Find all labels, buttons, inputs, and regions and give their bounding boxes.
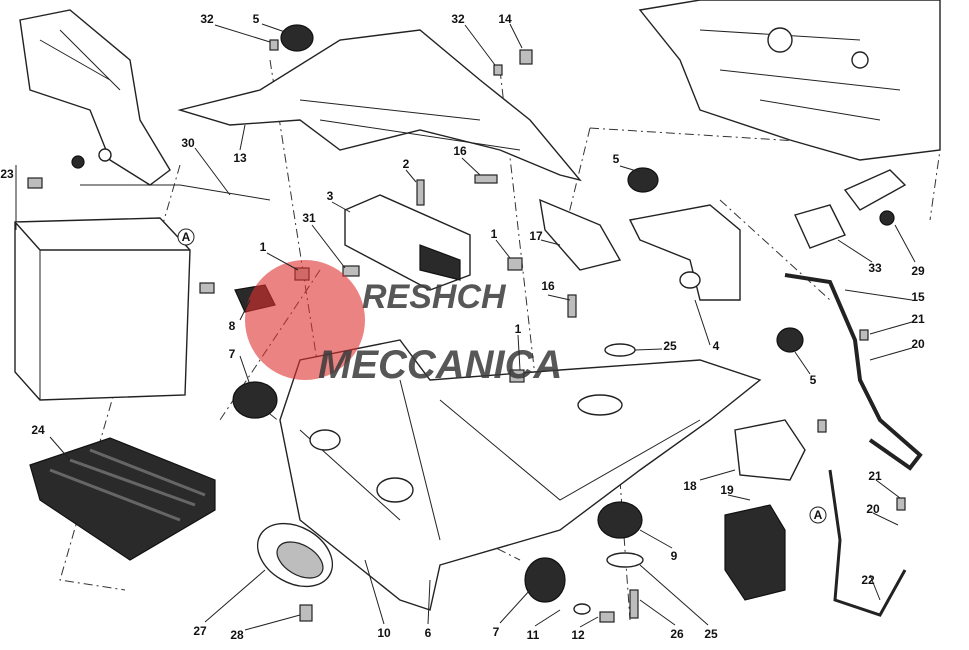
callout-31: 31 — [302, 211, 316, 225]
rear-bracket — [19, 9, 171, 186]
callout-22: 22 — [861, 573, 875, 587]
callout-20: 20 — [866, 502, 880, 516]
callout-33: 33 — [868, 261, 882, 275]
callout-32: 32 — [451, 12, 465, 26]
callout-1: 1 — [491, 227, 498, 241]
callout-28: 28 — [230, 628, 244, 642]
callout-7: 7 — [493, 625, 500, 639]
callout-23: 23 — [0, 167, 14, 181]
bracket-4 — [628, 204, 741, 301]
callout-21: 21 — [868, 469, 882, 483]
callout-13: 13 — [233, 151, 247, 165]
callout-24: 24 — [31, 423, 45, 437]
callouts: 32 5 32 14 30 13 23 2 16 3 31 1 1 17 5 3… — [0, 12, 925, 642]
ecu-3 — [344, 194, 471, 291]
cover-13 — [177, 29, 582, 182]
battery-holder-6 — [279, 339, 762, 611]
battery-tray — [29, 437, 216, 561]
callout-9: 9 — [671, 549, 678, 563]
battery — [14, 155, 215, 401]
callout-21: 21 — [911, 312, 925, 326]
watermark-line-2: MECCANICA — [318, 343, 562, 387]
bracket-33 — [794, 204, 846, 249]
callout-8: 8 — [229, 319, 236, 333]
callout-5: 5 — [613, 152, 620, 166]
horn-27 — [256, 522, 334, 588]
callout-25: 25 — [663, 339, 677, 353]
callout-18: 18 — [683, 479, 697, 493]
leader-lines — [15, 23, 916, 631]
callout-3: 3 — [327, 189, 334, 203]
cable-30 — [80, 184, 271, 201]
callout-5: 5 — [253, 12, 260, 26]
watermark-logo: RESHCH MECCANICA — [245, 260, 562, 387]
callout-30: 30 — [181, 136, 195, 150]
callout-16: 16 — [541, 279, 555, 293]
callout-10: 10 — [377, 626, 391, 640]
watermark-line-1: RESHCH — [362, 278, 507, 316]
callout-1: 1 — [260, 240, 267, 254]
cable-15 — [784, 273, 923, 471]
callout-25: 25 — [704, 627, 718, 641]
callout-26: 26 — [670, 627, 684, 641]
sensor — [843, 169, 907, 211]
frame-section — [638, 0, 941, 161]
starter-relay-18 — [724, 419, 806, 601]
callout-29: 29 — [911, 264, 925, 278]
callout-20: 20 — [911, 337, 925, 351]
rubber-parts — [232, 24, 804, 603]
callout-5: 5 — [810, 373, 817, 387]
connector-mark: A — [814, 508, 823, 522]
callout-12: 12 — [571, 628, 585, 642]
connector-a-marks: A A — [177, 228, 827, 524]
callout-15: 15 — [911, 290, 925, 304]
callout-19: 19 — [720, 483, 734, 497]
callout-14: 14 — [498, 12, 512, 26]
connector-mark: A — [182, 230, 191, 244]
cap-29 — [879, 210, 895, 226]
callout-6: 6 — [425, 626, 432, 640]
callout-4: 4 — [713, 339, 720, 353]
callout-27: 27 — [193, 624, 207, 638]
callout-16: 16 — [453, 144, 467, 158]
callout-1: 1 — [515, 322, 522, 336]
callout-11: 11 — [527, 628, 540, 642]
cable-22 — [828, 469, 907, 617]
callout-32: 32 — [200, 12, 214, 26]
callout-2: 2 — [403, 157, 410, 171]
callout-17: 17 — [529, 229, 543, 243]
callout-7: 7 — [229, 347, 236, 361]
